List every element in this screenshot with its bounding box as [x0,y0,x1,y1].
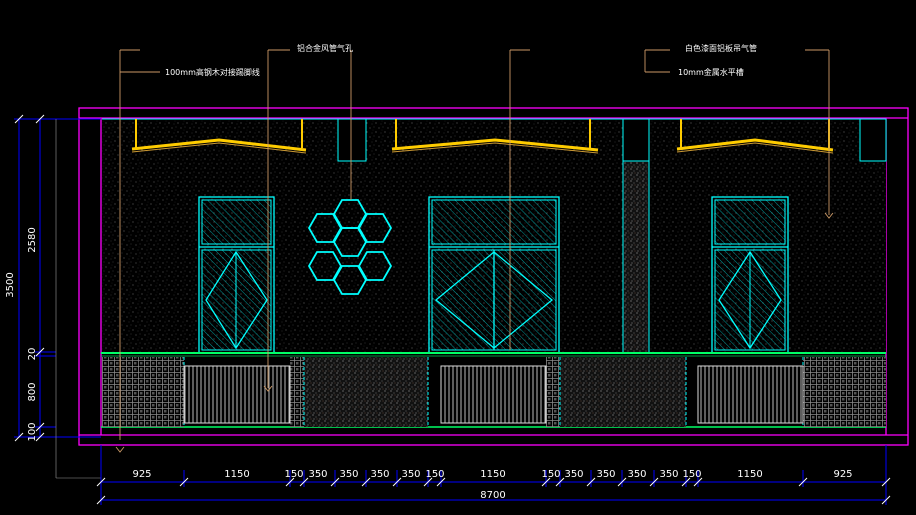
dim-h-8: 1150 [480,469,505,480]
ceiling-air-vents [131,119,834,154]
dim-h-total: 8700 [480,490,505,501]
dim-h-16: 925 [833,469,852,480]
annotation-aluminum-panel: 白色漆面铝板吊气管 [685,43,757,53]
dim-h-6: 350 [401,469,420,480]
dim-h-5: 350 [370,469,389,480]
dim-vertical-cabinet: 800 [27,382,38,401]
dim-h-4: 350 [339,469,358,480]
horizontal-dimensions [100,445,887,505]
dim-h-0: 925 [132,469,151,480]
door-middle [428,196,560,354]
vertical-dimensions [14,114,101,479]
air-vent-left [131,119,307,154]
dim-h-1: 1150 [224,469,249,480]
annotation-vent-hole: 铝合金风管气孔 [297,43,353,53]
leader-lines [115,49,834,453]
annotation-skirting: 100mm高钢木对接踢脚线 [165,67,260,77]
annotation-metal-groove: 10mm金属水平槽 [678,67,744,77]
dim-h-7: 150 [425,469,444,480]
dim-vertical-groove: 20 [27,348,38,361]
dim-h-2: 150 [284,469,303,480]
grille-middle [440,365,547,424]
dim-h-13: 350 [659,469,678,480]
door-right [711,196,789,354]
dim-vertical-base: 100 [27,422,38,441]
dim-h-14: 150 [682,469,701,480]
dim-h-9: 150 [541,469,560,480]
lower-cabinet-zone [102,357,886,427]
grille-right [697,365,804,424]
dim-h-15: 1150 [737,469,762,480]
vertical-dimension-labels: 3500 2580 20 800 100 [5,227,38,441]
horizontal-dimension-labels: 925 1150 150 350 350 350 350 150 1150 15… [132,469,852,501]
dim-h-11: 350 [596,469,615,480]
metal-groove-line [101,352,886,428]
dim-h-3: 350 [308,469,327,480]
dim-h-10: 350 [564,469,583,480]
grille-left [183,365,291,424]
annotations: 100mm高钢木对接踢脚线 铝合金风管气孔 白色漆面铝板吊气管 10mm金属水平… [165,43,757,77]
horizontal-dimension-ticks [96,477,891,505]
air-vent-middle [391,119,599,154]
dim-vertical-wall: 2580 [27,227,38,252]
dim-h-12: 350 [627,469,646,480]
hexagon-decoration [307,199,393,295]
door-left [198,196,275,354]
dim-vertical-total: 3500 [5,272,16,297]
